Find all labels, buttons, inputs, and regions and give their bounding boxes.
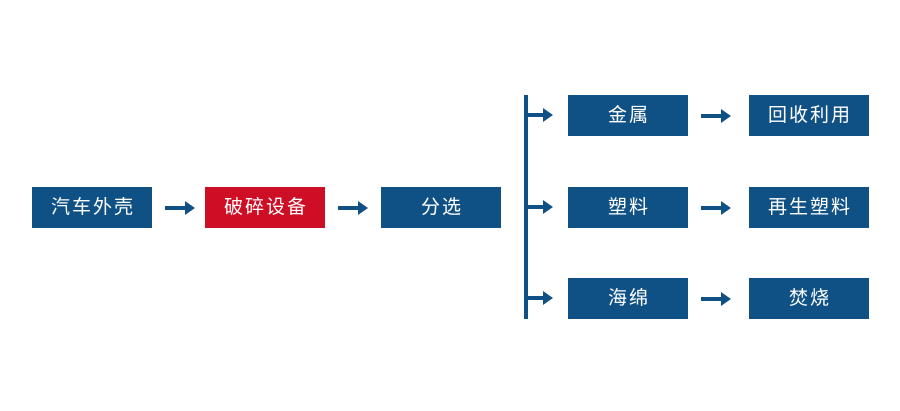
node-sponge-outcome[interactable]: 焚烧 — [749, 278, 869, 319]
node-metal-material-label: 金属 — [607, 105, 650, 126]
node-plastic-material[interactable]: 塑料 — [568, 187, 688, 228]
node-sponge-material-label: 海绵 — [607, 288, 650, 309]
node-metal-outcome[interactable]: 回收利用 — [749, 95, 869, 136]
node-metal-outcome-label: 回收利用 — [767, 105, 852, 126]
node-plastic-outcome[interactable]: 再生塑料 — [749, 187, 869, 228]
vertical-split-line — [524, 95, 528, 319]
arrow-right-icon-crusher-to-sorting — [338, 196, 368, 220]
branch-arrow-right-icon-metal — [527, 104, 553, 126]
branch-arrow-right-icon-sponge — [527, 287, 553, 309]
branch-arrow-right-icon-plastic — [527, 196, 553, 218]
arrow-right-icon-metal-to-outcome — [701, 104, 731, 128]
node-car-shell-label: 汽车外壳 — [50, 197, 135, 218]
arrow-right-icon-sponge-to-outcome — [701, 287, 731, 311]
node-sorting[interactable]: 分选 — [381, 187, 501, 228]
node-plastic-outcome-label: 再生塑料 — [767, 197, 852, 218]
arrow-right-icon-car-shell-to-crusher — [165, 196, 195, 220]
node-car-shell[interactable]: 汽车外壳 — [32, 187, 152, 228]
node-plastic-material-label: 塑料 — [607, 197, 650, 218]
node-sponge-material[interactable]: 海绵 — [568, 278, 688, 319]
node-metal-material[interactable]: 金属 — [568, 95, 688, 136]
node-crusher-label: 破碎设备 — [223, 197, 308, 218]
node-sponge-outcome-label: 焚烧 — [788, 288, 831, 309]
arrow-right-icon-plastic-to-outcome — [701, 196, 731, 220]
node-crusher[interactable]: 破碎设备 — [205, 187, 325, 228]
node-sorting-label: 分选 — [420, 197, 463, 218]
